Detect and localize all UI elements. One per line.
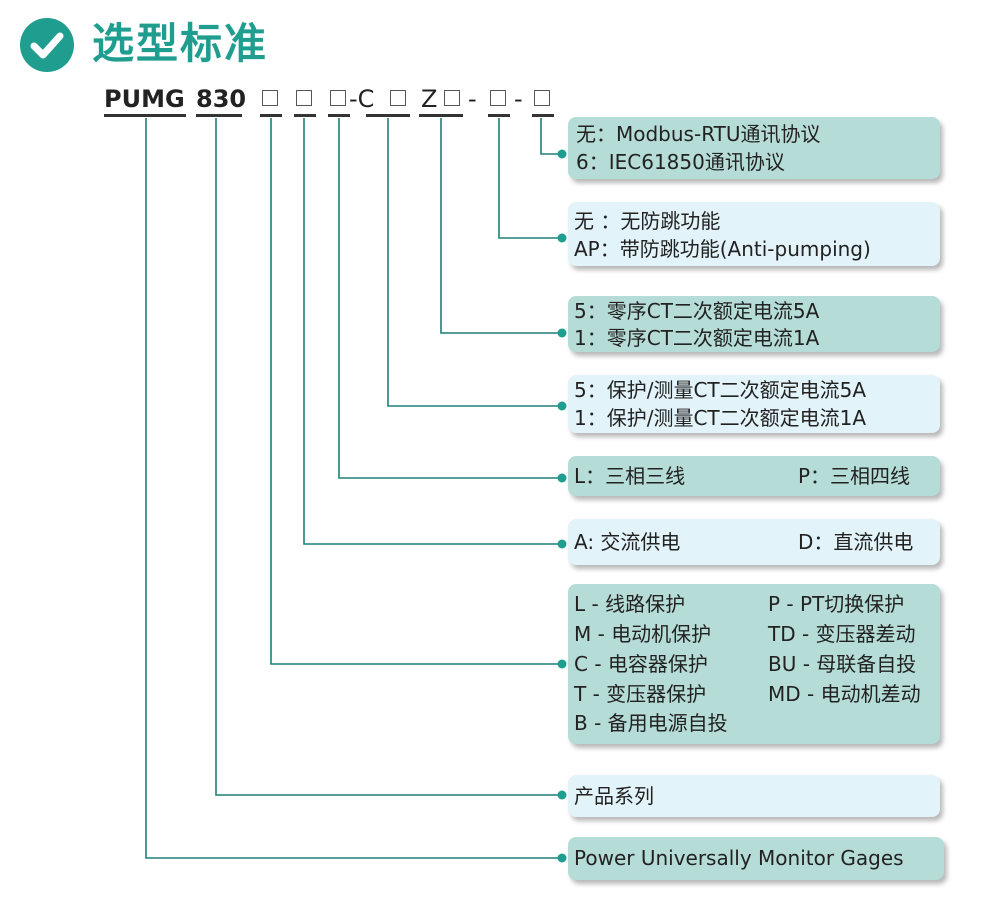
code-prefix: PUMG xyxy=(104,85,185,113)
option-line: 无 ：无防跳功能 xyxy=(574,209,721,233)
option-line: 6：IEC61850通讯协议 xyxy=(576,150,785,174)
code-z-letter: Z xyxy=(421,85,438,113)
underline-5 xyxy=(419,114,463,117)
underline-2 xyxy=(294,114,316,117)
code-box-2 xyxy=(296,84,312,114)
code-box-6 xyxy=(490,84,506,114)
code-sep-c: -C xyxy=(349,85,375,113)
option-left: L：三相三线 xyxy=(574,464,686,488)
option-card-zero-sequence-ct: 5：零序CT二次额定电流5A 1：零序CT二次额定电流1A xyxy=(568,296,940,352)
option-card-pumg-meaning: Power Universally Monitor Gages xyxy=(568,837,944,880)
option-right: P：三相四线 xyxy=(798,464,911,488)
option-line: 产品系列 xyxy=(574,784,654,808)
option-line: B - 备用电源自投 xyxy=(574,711,728,735)
option-card-protection-ct: 5：保护/测量CT二次额定电流5A 1：保护/测量CT二次额定电流1A xyxy=(568,375,940,433)
option-line: T - 变压器保护 xyxy=(574,682,707,706)
option-card-protection-type: L - 线路保护 M - 电动机保护 C - 电容器保护 T - 变压器保护 B… xyxy=(568,584,940,744)
code-box-3 xyxy=(330,84,346,114)
page-title: 选型标准 xyxy=(92,19,269,68)
code-dash-2: - xyxy=(514,85,523,113)
option-line: BU - 母联备自投 xyxy=(768,652,917,676)
option-line: P - PT切换保护 xyxy=(768,592,905,616)
underline-1 xyxy=(260,114,282,117)
option-line: M - 电动机保护 xyxy=(574,622,712,646)
option-line: L - 线路保护 xyxy=(574,592,686,616)
option-line: 1：保护/测量CT二次额定电流1A xyxy=(574,406,867,430)
option-line: 无：Modbus-RTU通讯协议 xyxy=(576,122,821,146)
code-dash-1: - xyxy=(468,85,477,113)
option-card-anti-pumping: 无 ：无防跳功能 AP：带防跳功能(Anti-pumping) xyxy=(568,202,940,266)
option-card-product-series: 产品系列 xyxy=(568,775,940,817)
option-right: D：直流供电 xyxy=(798,530,914,554)
underline-4 xyxy=(366,114,410,117)
code-box-7 xyxy=(534,84,550,114)
underline-number xyxy=(196,114,242,117)
option-left: A: 交流供电 xyxy=(574,530,681,554)
option-line: AP：带防跳功能(Anti-pumping) xyxy=(574,237,871,261)
option-line: 5：零序CT二次额定电流5A xyxy=(574,299,820,323)
option-card-wiring: L：三相三线 P：三相四线 xyxy=(568,456,940,496)
code-box-4 xyxy=(390,84,406,114)
option-line: 5：保护/测量CT二次额定电流5A xyxy=(574,378,867,402)
code-box-1 xyxy=(262,84,278,114)
code-box-5 xyxy=(444,84,460,114)
underline-3 xyxy=(328,114,350,117)
option-line: 1：零序CT二次额定电流1A xyxy=(574,326,820,350)
option-line: MD - 电动机差动 xyxy=(768,682,921,706)
option-line: C - 电容器保护 xyxy=(574,652,708,676)
option-line: Power Universally Monitor Gages xyxy=(574,846,904,870)
underline-7 xyxy=(532,114,554,117)
underline-prefix xyxy=(104,114,186,117)
option-card-power-supply: A: 交流供电 D：直流供电 xyxy=(568,519,940,565)
underline-6 xyxy=(488,114,510,117)
checkmark-icon xyxy=(20,18,74,72)
option-card-protocol: 无：Modbus-RTU通讯协议 6：IEC61850通讯协议 xyxy=(568,117,940,179)
code-number: 830 xyxy=(196,85,247,113)
option-line: TD - 变压器差动 xyxy=(768,622,916,646)
